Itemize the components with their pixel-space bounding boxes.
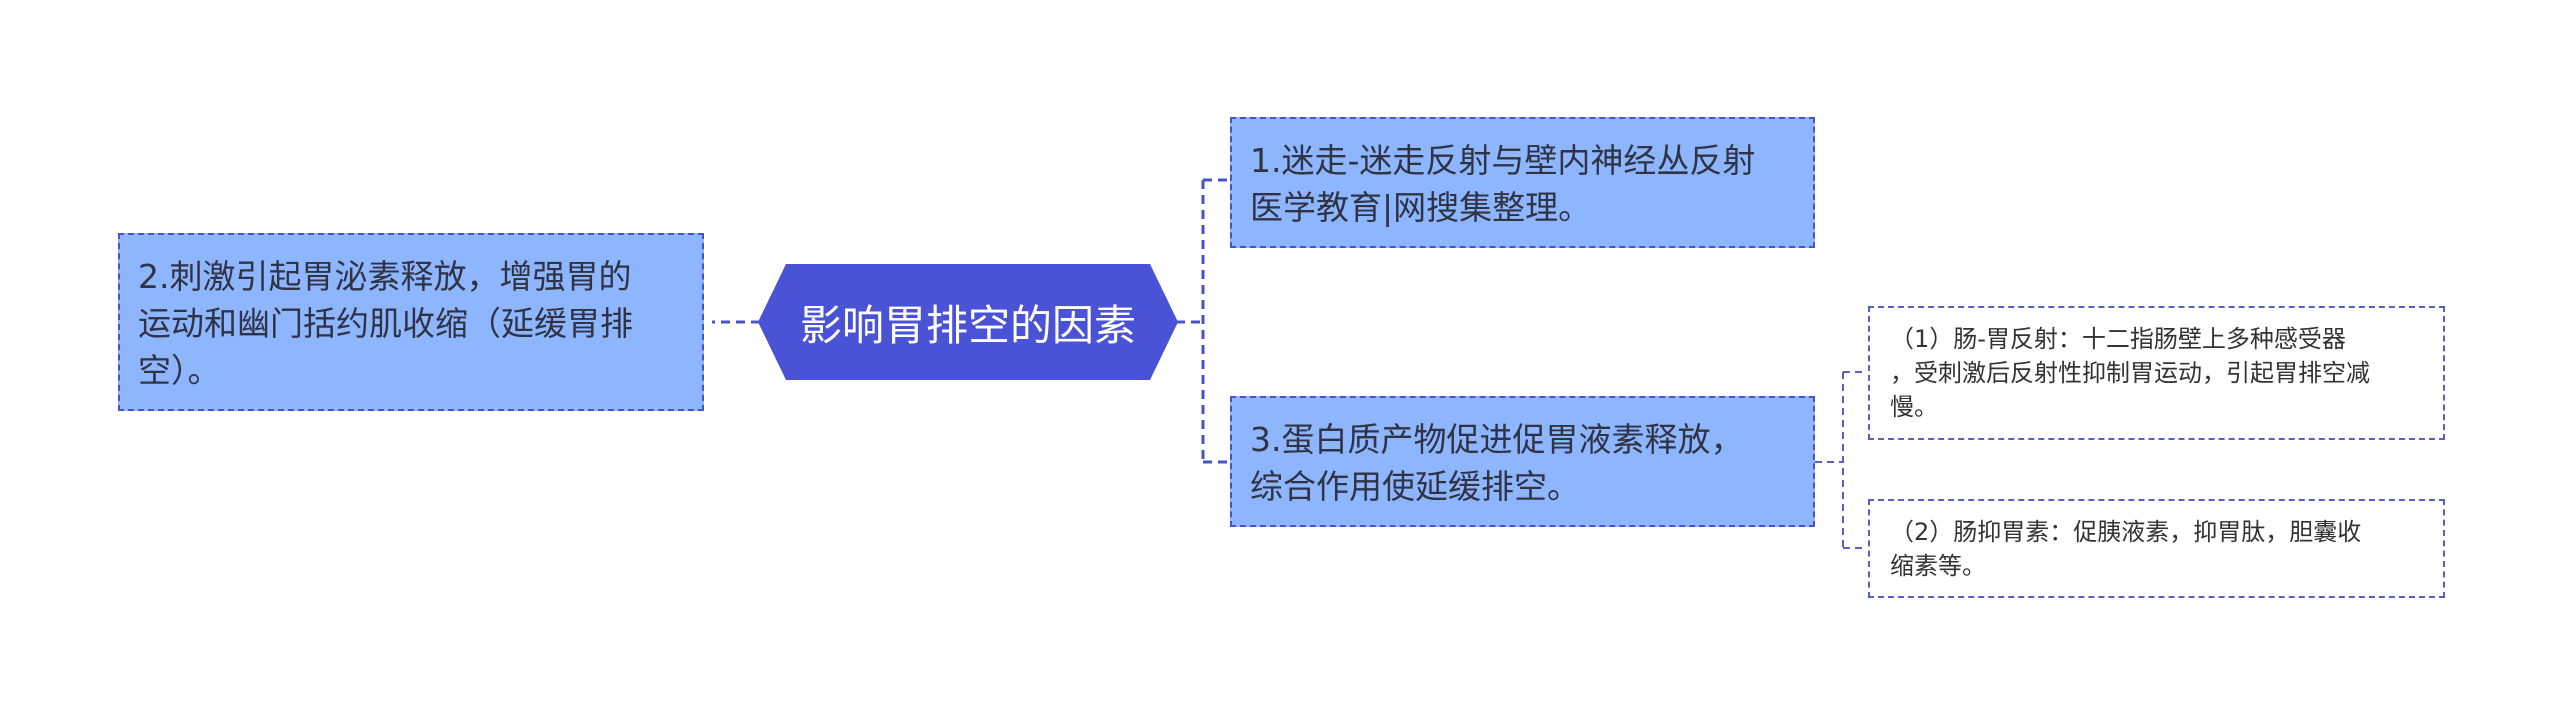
leaf-node-1[interactable]: （1）肠-胃反射：十二指肠壁上多种感受器 ，受刺激后反射性抑制胃运动，引起胃排空… — [1868, 306, 2445, 440]
leaf-node-1-text: （1）肠-胃反射：十二指肠壁上多种感受器 ，受刺激后反射性抑制胃运动，引起胃排空… — [1890, 325, 2370, 421]
central-topic-shape — [758, 264, 1178, 380]
branch-node-1-text: 1.迷走-迷走反射与壁内神经丛反射 医学教育|网搜集整理。 — [1250, 141, 1756, 227]
branch-node-left[interactable]: 2.刺激引起胃泌素释放，增强胃的 运动和幽门括约肌收缩（延缓胃排 空）。 — [118, 233, 704, 411]
branch-node-3-text: 3.蛋白质产物促进促胃液素释放， 综合作用使延缓排空。 — [1250, 420, 1744, 506]
central-topic-label: 影响胃排空的因素 — [799, 300, 1136, 350]
branch-node-1[interactable]: 1.迷走-迷走反射与壁内神经丛反射 医学教育|网搜集整理。 — [1230, 117, 1815, 248]
central-topic[interactable]: 影响胃排空的因素 — [758, 264, 1178, 380]
branch-node-left-text: 2.刺激引起胃泌素释放，增强胃的 运动和幽门括约肌收缩（延缓胃排 空）。 — [138, 257, 633, 390]
leaf-node-2-text: （2）肠抑胃素：促胰液素，抑胃肽，胆囊收 缩素等。 — [1890, 518, 2362, 580]
leaf-node-2[interactable]: （2）肠抑胃素：促胰液素，抑胃肽，胆囊收 缩素等。 — [1868, 499, 2445, 598]
branch-node-3[interactable]: 3.蛋白质产物促进促胃液素释放， 综合作用使延缓排空。 — [1230, 396, 1815, 527]
